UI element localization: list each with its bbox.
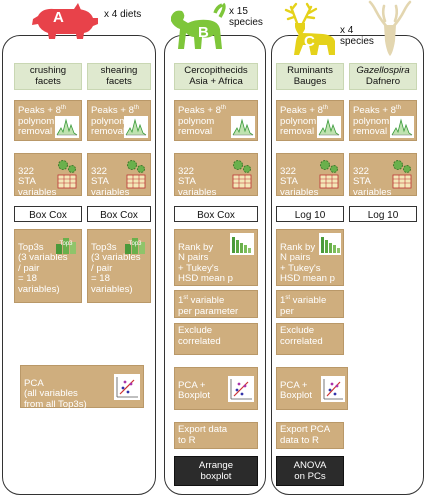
panel-b-header: Cercopithecids Asia + Africa <box>174 63 258 90</box>
peaks-label-2: polynom removal <box>280 115 317 138</box>
panel-c-col1-final-step: ANOVA on PCs <box>276 456 344 486</box>
top3-bar-icon: Top3 <box>125 238 145 254</box>
pca-label: PCA (all variables from all Top3s) <box>24 377 87 410</box>
panel-c-col1-sta-step: 322 STA variables <box>276 153 344 198</box>
panel-c-col1-pca-step: PCA + Boxplot <box>276 367 348 410</box>
panel-b-peaks-step: Peaks + 8th polynom removal <box>174 100 258 141</box>
panel-b-exclude-step: Exclude correlated <box>174 323 258 355</box>
panel-c-col2-transform-step: Log 10 <box>349 206 417 222</box>
top3-text: Top3 <box>128 241 142 247</box>
panel-b-sta-step: 322 STA variables <box>174 153 258 198</box>
surface-plot-icon <box>124 116 148 138</box>
peaks-label: Peaks + 8 <box>178 105 221 117</box>
sta-label: 322 STA variables <box>18 165 57 198</box>
panel-a-col1-top-step: Top3s (3 variables / pair = 18 variables… <box>14 229 82 303</box>
panel-b-final-step: Arrange boxplot <box>174 456 258 486</box>
peaks-sup: th <box>60 105 66 111</box>
first-label: 1 <box>280 295 286 307</box>
first-label: 1 <box>178 295 184 307</box>
panel-a-pca-step: PCA (all variables from all Top3s) <box>20 365 144 410</box>
panel-a-col1-sta-step: 322 STA variables <box>14 153 82 198</box>
ranked-bars-icon <box>230 233 254 255</box>
panel-b-letter: B <box>198 24 209 41</box>
surface-plot-icon <box>317 116 341 138</box>
panel-a-col2-top-step: Top3s (3 variables / pair = 18 variables… <box>87 229 151 303</box>
peaks-label: Peaks + 8 <box>353 105 396 117</box>
gear-table-icon <box>232 160 252 189</box>
peaks-label: Peaks + 8 <box>18 105 61 117</box>
panel-c-col1-export-step: Export PCA data to R <box>276 422 344 449</box>
sta-label: 322 STA variables <box>280 165 319 198</box>
panel-c-col1-rank-step: Rank by N pairs + Tukey's HSD mean p <box>276 229 344 286</box>
surface-plot-icon <box>55 116 79 138</box>
header-line-2: Dafnero <box>365 75 401 87</box>
panel-b-export-step: Export data to R <box>174 422 258 449</box>
pca-biplot-icon <box>114 374 140 400</box>
panel-a-col2-peaks-step: Peaks + 8th polynom removal <box>87 100 151 141</box>
sta-label: 322 STA variables <box>91 165 130 198</box>
panel-b-transform-step: Box Cox <box>174 206 258 222</box>
top3-bar-icon: Top3 <box>56 238 76 254</box>
panel-a-col2-header: shearing facets <box>87 63 151 90</box>
panel-c-col1-transform-step: Log 10 <box>276 206 344 222</box>
first-label-2: variable per parameter <box>280 295 327 328</box>
panel-c-col1-peaks-step: Peaks + 8th polynom removal <box>276 100 344 141</box>
sta-label: 322 STA variables <box>353 165 392 198</box>
sta-label: 322 STA variables <box>178 165 217 198</box>
first-sup: st <box>183 295 189 301</box>
panel-c-col1-first-step: 1st variable per parameter <box>276 290 344 327</box>
panel-a-count: x 4 diets <box>104 9 142 20</box>
panel-b-count: x 15 species <box>229 6 263 28</box>
peaks-sup: th <box>322 105 328 111</box>
top-label: Top3s (3 variables / pair = 18 variables… <box>91 241 141 295</box>
first-sup: st <box>285 295 291 301</box>
panel-a-col1-header: crushing facets <box>14 63 82 90</box>
gear-table-icon <box>392 160 412 189</box>
panel-c-count: x 4 species <box>340 25 374 47</box>
panel-c-col2-header: Gazellospira Dafnero <box>349 63 417 90</box>
panel-a-col2-sta-step: 322 STA variables <box>87 153 151 198</box>
panel-b-rank-step: Rank by N pairs + Tukey's HSD mean p <box>174 229 258 286</box>
pig-icon <box>32 3 98 39</box>
peaks-sup: th <box>220 105 226 111</box>
pca-biplot-icon <box>228 376 254 402</box>
peaks-label-2: polynom removal <box>18 115 55 138</box>
surface-plot-icon <box>231 116 255 138</box>
header-italic: Gazellospira <box>356 65 410 76</box>
antelope-skull-icon <box>368 0 412 56</box>
rank-label: Rank by N pairs + Tukey's HSD mean p <box>280 241 335 285</box>
monkey-icon <box>171 2 226 50</box>
panel-a-col1-transform-step: Box Cox <box>14 206 82 222</box>
panel-b-pca-step: PCA + Boxplot <box>174 367 258 410</box>
panel-c-col2-peaks-step: Peaks + 8th polynom removal <box>349 100 417 141</box>
peaks-sup: th <box>395 105 401 111</box>
pca-label: PCA + Boxplot <box>178 379 210 402</box>
peaks-label-2: polynom removal <box>91 115 128 138</box>
peaks-sup: th <box>133 105 139 111</box>
panel-c-letter: C <box>304 33 315 50</box>
rank-label: Rank by N pairs + Tukey's HSD mean p <box>178 241 233 285</box>
pca-label: PCA + Boxplot <box>280 379 312 402</box>
top-label: Top3s (3 variables / pair = 18 variables… <box>18 241 68 295</box>
first-label-2: variable per parameter <box>178 295 239 317</box>
panel-a-letter: A <box>53 9 64 26</box>
deer-icon <box>284 2 335 55</box>
peaks-label-2: polynom removal <box>178 115 215 138</box>
ranked-bars-icon <box>319 233 341 255</box>
top3-text: Top3 <box>59 241 73 247</box>
peaks-label: Peaks + 8 <box>280 105 323 117</box>
peaks-label-2: polynom removal <box>353 115 390 138</box>
surface-plot-icon <box>390 116 414 138</box>
panel-c-col2-sta-step: 322 STA variables <box>349 153 417 198</box>
panel-b-first-step: 1st variable per parameter <box>174 290 258 318</box>
panel-c-col1-header: Ruminants Bauges <box>276 63 344 90</box>
gear-table-icon <box>57 160 77 189</box>
gear-table-icon <box>319 160 339 189</box>
gear-table-icon <box>126 160 146 189</box>
panel-c-col1-exclude-step: Exclude correlated <box>276 323 344 355</box>
panel-a-col1-peaks-step: Peaks + 8th polynom removal <box>14 100 82 141</box>
pca-biplot-icon <box>321 376 345 402</box>
peaks-label: Peaks + 8 <box>91 105 134 117</box>
panel-a-col2-transform-step: Box Cox <box>87 206 151 222</box>
